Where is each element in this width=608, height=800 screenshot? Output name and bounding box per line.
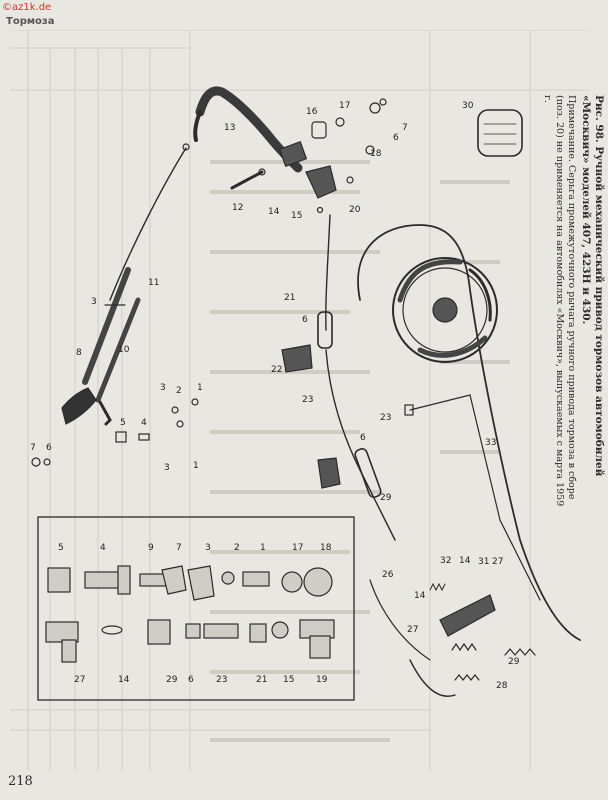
part-label: 7 (402, 123, 408, 133)
part-label: 6 (302, 315, 308, 325)
part-30-sleeve (477, 109, 523, 157)
part-label: 23 (380, 413, 391, 423)
part-label: 1 (197, 383, 203, 393)
part-label: 23 (302, 395, 313, 405)
part-label: 19 (316, 675, 328, 685)
rear-cable-part (357, 224, 581, 641)
part-label: 6 (188, 675, 194, 685)
part-label: 14 (414, 591, 426, 601)
part-label: 17 (339, 101, 350, 111)
brake-drum-part (392, 257, 498, 363)
part-label: 17 (292, 543, 303, 553)
part-label: 7 (176, 543, 182, 553)
detail-inset-frame (37, 516, 355, 701)
part-label: 8 (76, 348, 82, 358)
figure-caption: Рис. 98. Ручной механический привод торм… (535, 95, 605, 515)
part-label: 3 (160, 383, 166, 393)
part-label: 27 (407, 625, 418, 635)
part-label: 7 (30, 443, 36, 453)
part-label: 14 (459, 556, 471, 566)
part-label: 6 (360, 433, 366, 443)
page-number: 218 (8, 774, 33, 789)
part-label: 30 (462, 101, 474, 111)
part-label: 29 (380, 493, 392, 503)
part-label: 6 (393, 133, 399, 143)
part-label: 21 (256, 675, 267, 685)
part-label: 1 (260, 543, 266, 553)
part-label: 11 (148, 278, 159, 288)
part-label: 5 (120, 418, 126, 428)
part-label: 1 (193, 461, 199, 471)
part-label: 5 (58, 543, 64, 553)
part-label: 27 (74, 675, 85, 685)
part-label: 21 (284, 293, 295, 303)
part-label: 33 (485, 438, 496, 448)
caption-note: Примечание. Серьга промежуточного рычага… (542, 95, 577, 507)
part-label: 14 (118, 675, 130, 685)
part-label: 23 (216, 675, 227, 685)
handle-rod-part (82, 267, 131, 385)
part-label: 18 (320, 543, 332, 553)
part-label: 10 (118, 345, 130, 355)
part-label: 2 (176, 386, 182, 396)
watermark: ©az1k.de (2, 2, 52, 13)
part-label: 28 (496, 681, 508, 691)
part-label: 26 (382, 570, 394, 580)
part-label: 6 (46, 443, 52, 453)
part-label: 9 (148, 543, 154, 553)
part-label: 15 (283, 675, 294, 685)
part-label: 3 (164, 463, 170, 473)
part-label: 16 (306, 107, 318, 117)
part-label: 22 (271, 365, 282, 375)
part-label: 3 (91, 297, 97, 307)
part-label: 27 (492, 557, 503, 567)
part-label: 15 (291, 211, 302, 221)
section-header: Тормоза (6, 16, 55, 27)
part-label: 14 (268, 207, 280, 217)
part-label: 18 (370, 149, 382, 159)
part-label: 20 (349, 205, 361, 215)
part-label: 2 (234, 543, 240, 553)
part-label: 29 (508, 657, 520, 667)
part-label: 3 (205, 543, 211, 553)
part-label: 12 (232, 203, 243, 213)
caption-title: Рис. 98. Ручной механический привод торм… (580, 95, 605, 477)
part-label: 29 (166, 675, 178, 685)
part-label: 4 (100, 543, 106, 553)
part-label: 31 (478, 557, 489, 567)
part-label: 13 (224, 123, 235, 133)
part-label: 32 (440, 556, 451, 566)
part-label: 4 (141, 418, 147, 428)
cable-part (109, 147, 187, 301)
